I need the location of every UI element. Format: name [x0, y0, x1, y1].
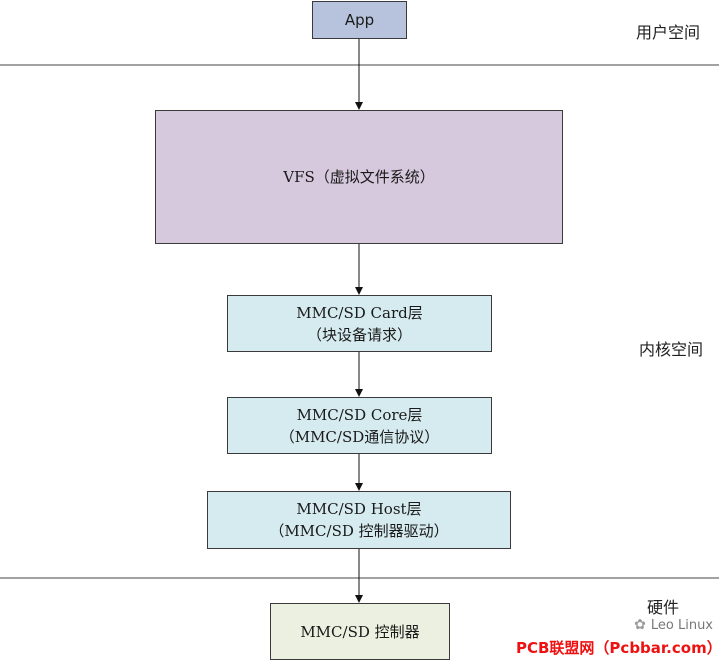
card-layer-title: MMC/SD Card层 [296, 303, 423, 322]
user-space-label: 用户空间 [636, 23, 701, 42]
author-watermark: ✿ Leo Linux [634, 617, 713, 633]
core-layer-description: （MMC/SD通信协议） [279, 427, 440, 446]
mmc-sd-host-layer-node: MMC/SD Host层 （MMC/SD 控制器驱动） [207, 491, 511, 549]
mmc-sd-controller-node: MMC/SD 控制器 [270, 603, 450, 660]
controller-label: MMC/SD 控制器 [300, 622, 420, 641]
mmc-sd-card-layer-node: MMC/SD Card层 （块设备请求） [227, 295, 492, 352]
host-layer-description: （MMC/SD 控制器驱动） [269, 522, 449, 540]
kernel-space-label: 内核空间 [639, 340, 704, 359]
wechat-icon: ✿ [634, 617, 646, 633]
hardware-label: 硬件 [647, 598, 680, 617]
author-name: Leo Linux [650, 617, 713, 633]
site-watermark: PCB联盟网（Pcbbar.com） [516, 639, 719, 657]
app-label: App [344, 11, 375, 29]
app-node: App [312, 1, 407, 39]
vfs-node: VFS（虚拟文件系统） [155, 110, 563, 244]
mmc-sd-core-layer-node: MMC/SD Core层 （MMC/SD通信协议） [227, 397, 492, 454]
card-layer-description: （块设备请求） [306, 325, 412, 344]
core-layer-title: MMC/SD Core层 [296, 405, 423, 424]
vfs-label: VFS（虚拟文件系统） [283, 168, 435, 186]
host-layer-title: MMC/SD Host层 [296, 500, 422, 518]
